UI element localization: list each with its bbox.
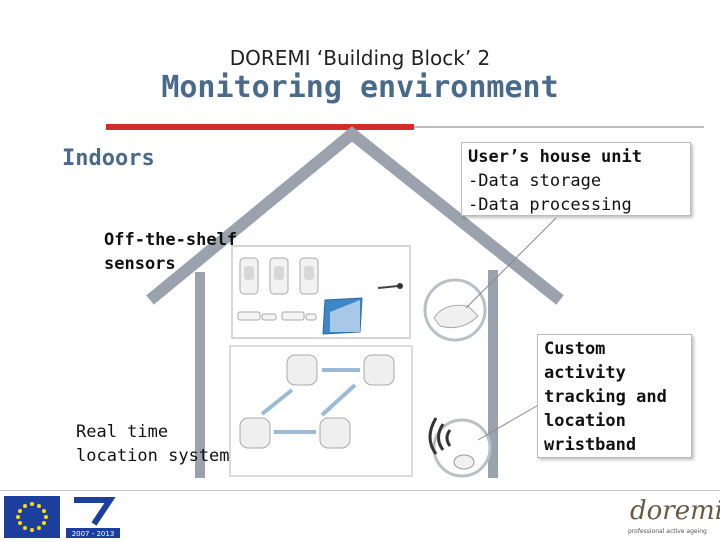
fp7-emblem-icon: 2007 - 2013 [66, 494, 120, 538]
wristband-pointer [477, 403, 541, 441]
eu-flag-logo [4, 496, 60, 538]
house-unit-line-processing: -Data processing [468, 195, 632, 215]
eu-stars-icon [16, 502, 48, 532]
wireless-signal-icon [428, 417, 452, 455]
rtls-label-line1: Real time [76, 422, 169, 442]
house-unit-line-storage: -Data storage [468, 171, 602, 191]
house-unit-pointer [465, 217, 557, 309]
fp7-logo: 2007 - 2013 [66, 494, 120, 538]
footer-divider [0, 490, 720, 491]
title-accent-rule [106, 124, 414, 130]
probe-sensor-image [377, 283, 403, 289]
rtls-label-line2: location system [76, 446, 230, 466]
fp7-years: 2007 - 2013 [72, 530, 115, 538]
sensor-panel [231, 245, 411, 339]
wristband-line3: tracking and [544, 387, 667, 407]
door-contact-sensors-image [237, 311, 317, 321]
indoors-label: Indoors [62, 146, 155, 171]
rtls-label: Real time location system [76, 420, 230, 468]
sensors-label-line2: sensors [104, 254, 176, 274]
house-unit-title: User’s house unit [468, 147, 642, 167]
wristband-callout: Custom activity tracking and location wr… [537, 334, 692, 458]
rtls-anchors-image [239, 354, 395, 449]
rtls-panel [229, 345, 413, 477]
sensors-label: Off-the-shelf sensors [104, 228, 237, 276]
wristband-line1: Custom [544, 339, 606, 359]
rtls-arrows [260, 368, 360, 434]
sensors-label-line1: Off-the-shelf [104, 230, 238, 250]
wristband-line2: activity [544, 363, 626, 383]
wristband-line5: wristband [544, 435, 637, 455]
doremi-logo-word: doremi [630, 496, 720, 526]
doremi-logo: doremi professional active ageing [622, 490, 720, 538]
doremi-logo-tagline: professional active ageing [628, 528, 707, 535]
slide-title: Monitoring environment [161, 70, 559, 105]
house-unit-callout: User’s house unit -Data storage -Data pr… [461, 142, 691, 216]
title-divider-rule [414, 126, 704, 128]
house-roof [146, 126, 564, 305]
wristband-line4: location [544, 411, 626, 431]
pir-sensors-image [239, 257, 319, 295]
slide-subtitle: DOREMI ‘Building Block’ 2 [229, 46, 491, 70]
